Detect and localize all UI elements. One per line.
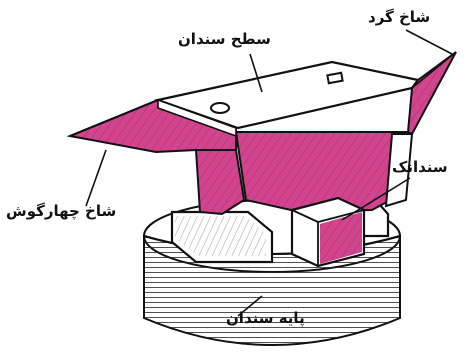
anvil-face-label: سطح سندان xyxy=(178,30,271,48)
anvil-round-horn xyxy=(408,52,456,134)
hardy-label: سندانک xyxy=(392,158,448,176)
round-horn-label: شاخ گرد xyxy=(368,8,430,26)
anvil-base-label: پایه سندان xyxy=(226,309,305,327)
square-horn-label: شاخ چهارگوش xyxy=(6,202,116,220)
hardy-block xyxy=(292,198,364,266)
